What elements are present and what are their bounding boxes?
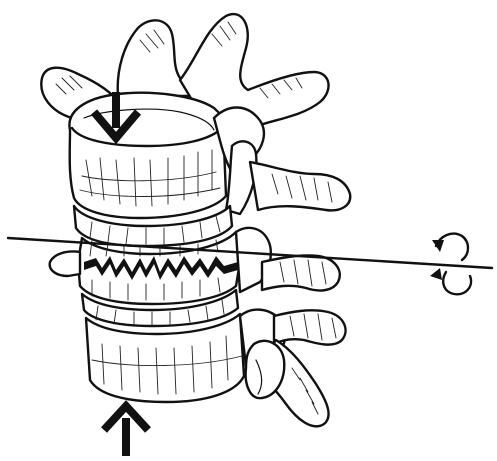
upper-vertebra <box>41 14 350 218</box>
lower-vertebral-body <box>86 314 244 402</box>
upper-vertebral-body <box>69 93 226 218</box>
middle-right-transverse-process <box>262 255 340 290</box>
upper-right-transverse-process <box>250 162 350 210</box>
arrow-up-icon <box>104 406 148 456</box>
middle-left-transverse-process <box>50 251 80 276</box>
lower-right-transverse-process <box>274 310 346 344</box>
